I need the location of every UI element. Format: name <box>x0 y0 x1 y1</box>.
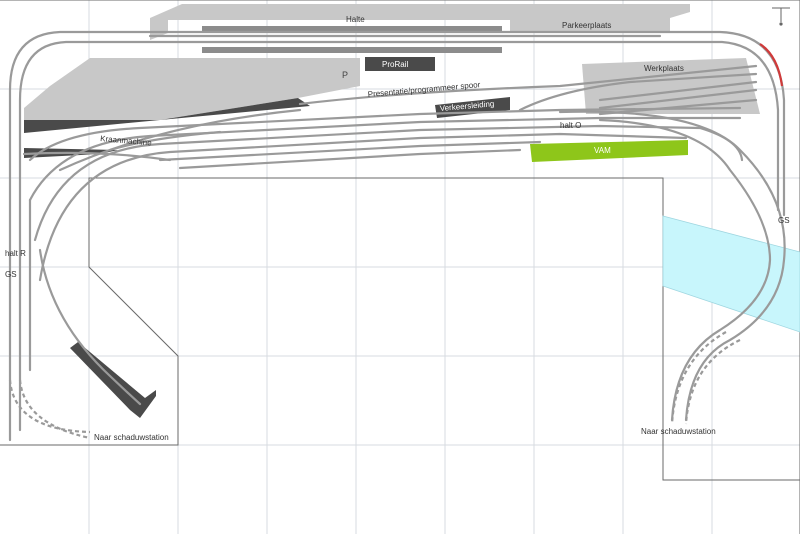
right-curve-inner <box>598 118 772 422</box>
label-vam: VAM <box>594 146 611 155</box>
label-naar-schaduwstation-left: Naar schaduwstation <box>94 433 169 442</box>
red-segment <box>759 43 784 87</box>
label-p: P <box>342 70 348 80</box>
label-presentatie: Presentatie/programmeer spoor <box>367 80 481 99</box>
label-prorail: ProRail <box>382 60 408 69</box>
right-shadow-track-1 <box>684 339 741 425</box>
dark-platform-left <box>24 98 310 133</box>
label-halt-o: halt O <box>560 121 581 130</box>
label-gs-left: GS <box>5 270 17 279</box>
label-halte: Halte <box>346 15 365 24</box>
right-shadow-track-2 <box>670 331 727 425</box>
label-naar-schaduwstation-right: Naar schaduwstation <box>641 427 716 436</box>
halte-platform-bottom <box>202 47 502 53</box>
left-lower-2 <box>38 248 142 406</box>
yard-tracks <box>22 64 758 282</box>
werkplaats-area <box>582 58 760 114</box>
vam-building <box>530 140 688 162</box>
left-shadow-track-1 <box>8 379 91 434</box>
scale-marker-icon <box>772 7 790 26</box>
main-loop-inner <box>18 40 780 432</box>
left-shadow-track-2 <box>18 379 91 440</box>
label-werkplaats: Werkplaats <box>644 64 684 73</box>
parking-area <box>24 58 360 120</box>
label-gs-right: GS <box>778 216 790 225</box>
water-area <box>662 215 800 333</box>
label-halt-r: halt R <box>5 249 26 258</box>
label-parkeerplaats: Parkeerplaats <box>562 21 611 30</box>
halte-platform-top <box>202 26 502 32</box>
prorail-building <box>365 57 435 71</box>
right-curve-down <box>558 110 786 422</box>
